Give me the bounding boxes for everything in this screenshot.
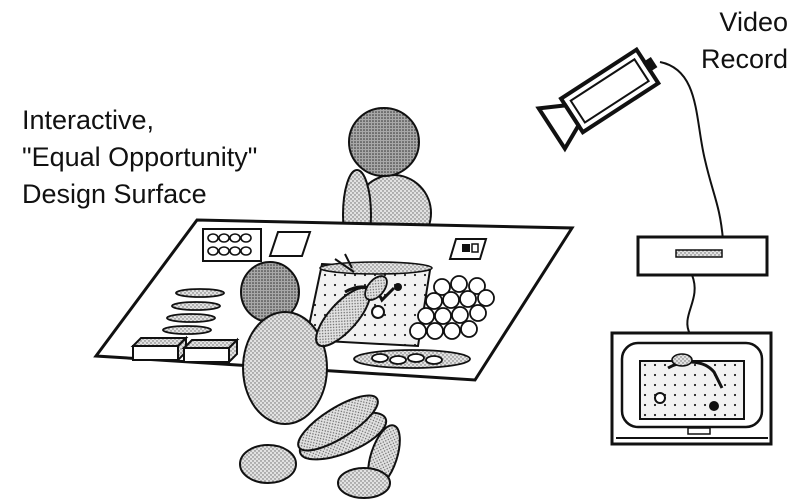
vcr-recorder-icon [638, 237, 767, 275]
front-person-foot [240, 445, 296, 483]
monitor-icon [612, 333, 771, 444]
back-person-head [349, 108, 419, 176]
video-label-line2: Record [701, 43, 788, 76]
surface-label-line1: Interactive, [22, 104, 154, 137]
monitor-cable [687, 275, 694, 334]
front-person-torso [243, 312, 327, 424]
video-label-line1: Video [719, 6, 788, 39]
front-person-foot2 [338, 468, 390, 498]
blank-card [270, 232, 310, 256]
bottom-ellipses [354, 350, 470, 368]
blocks [133, 338, 237, 362]
surface-label-line3: Design Surface [22, 178, 207, 211]
camera-cable [660, 62, 723, 240]
monitor-screen-board [640, 361, 744, 419]
video-camera-icon [539, 42, 667, 149]
design-surface [96, 220, 572, 380]
surface-label-line2: "Equal Opportunity" [22, 141, 257, 174]
